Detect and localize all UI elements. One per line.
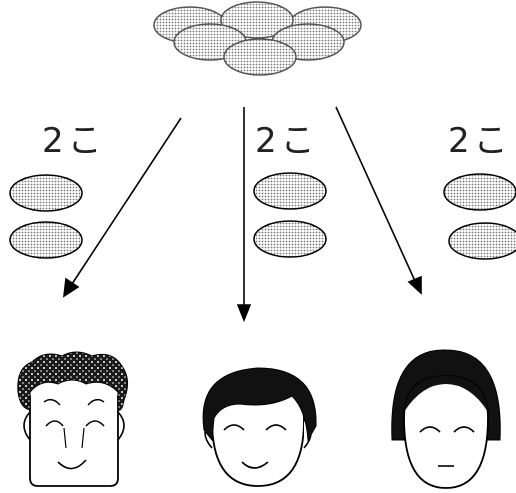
short-haired-person-icon	[202, 367, 317, 487]
arrow-left-head	[63, 277, 80, 298]
face	[403, 375, 489, 489]
group-middle	[253, 172, 327, 258]
group-oval	[9, 174, 83, 212]
group-right	[443, 173, 516, 260]
ear-left	[23, 411, 31, 441]
brow-left	[43, 398, 61, 406]
arrow-right-head	[407, 275, 422, 295]
group-oval	[9, 221, 83, 259]
group-label-right: 2こ	[448, 121, 512, 161]
ear-right	[117, 411, 125, 441]
cheek-line-right	[81, 427, 85, 449]
eye-left	[223, 424, 245, 431]
group-oval	[448, 222, 516, 260]
eye-right	[265, 424, 287, 431]
short-hair	[202, 367, 317, 442]
group-oval	[253, 172, 327, 210]
eye-left	[45, 420, 64, 427]
eye-right	[85, 420, 105, 427]
eye-right	[453, 426, 475, 433]
pile-oval	[223, 38, 297, 76]
group-left	[9, 174, 83, 259]
eye-left	[419, 426, 441, 433]
group-oval	[443, 173, 516, 211]
oval-pile	[153, 1, 362, 76]
curly-haired-person-icon	[17, 351, 128, 487]
arrow-middle-head	[236, 304, 252, 323]
arrow-right	[335, 106, 416, 282]
brow-right	[87, 398, 105, 406]
arrows	[63, 106, 422, 323]
group-oval	[253, 220, 327, 258]
pile-oval	[220, 1, 294, 39]
group-label-left: 2こ	[42, 121, 106, 161]
curly-hair	[17, 351, 128, 411]
mouth	[241, 461, 269, 469]
arrow-left	[71, 117, 182, 285]
face	[29, 395, 119, 487]
bob-haired-person-icon	[391, 349, 501, 489]
mouth	[57, 459, 87, 470]
cheek-line-left	[63, 427, 67, 449]
group-label-middle: 2こ	[255, 121, 319, 161]
hairline	[404, 376, 488, 412]
